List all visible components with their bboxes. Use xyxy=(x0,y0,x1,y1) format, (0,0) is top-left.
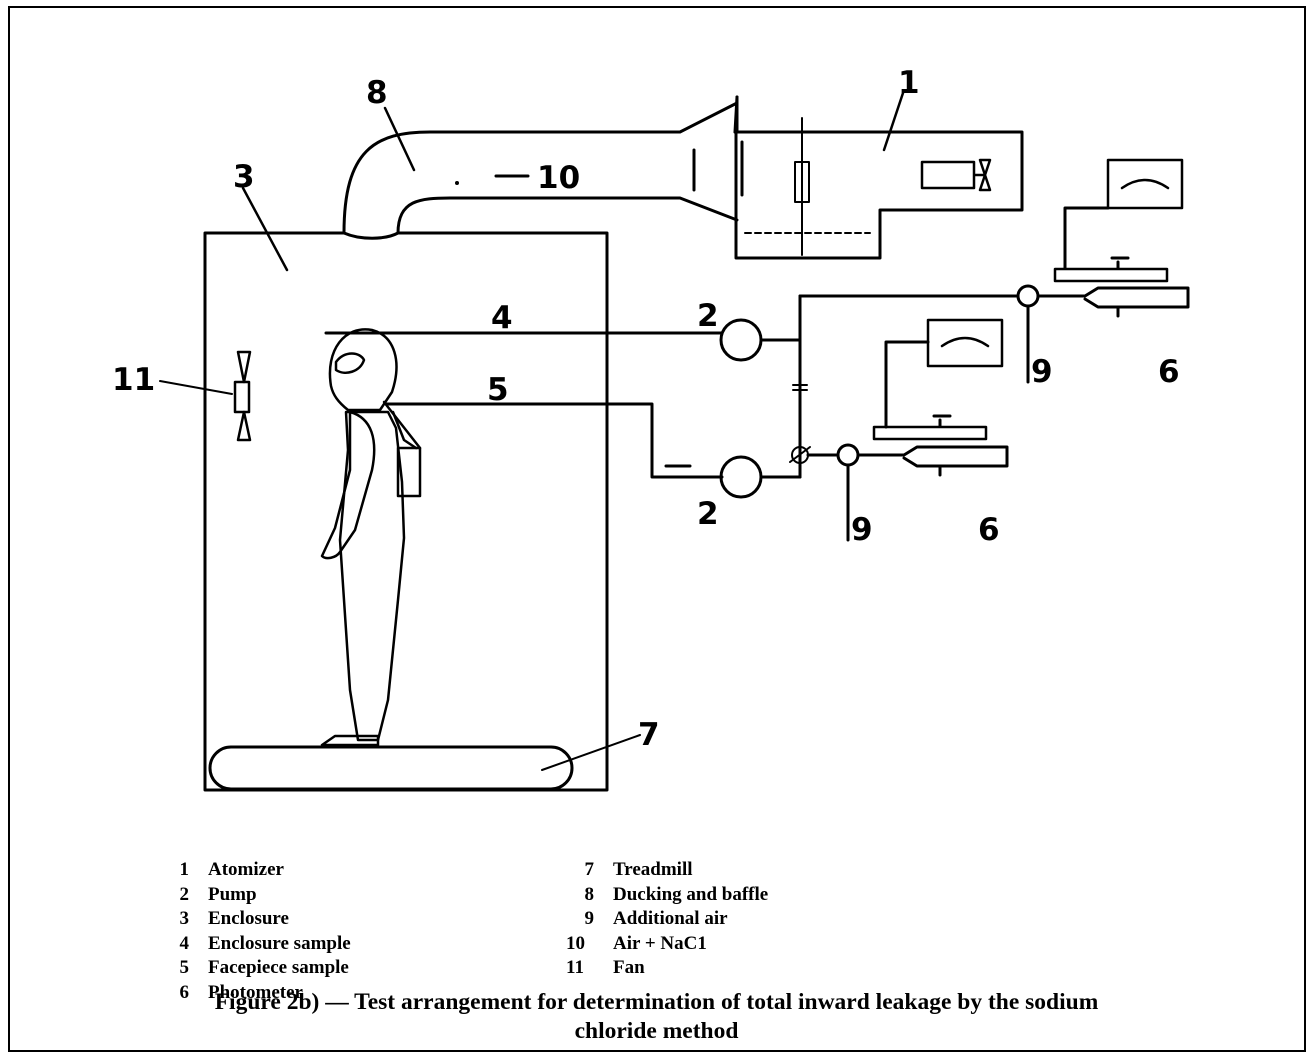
meter-upper-wire xyxy=(1063,206,1110,270)
caption-line-1: Figure 2b) — Test arrangement for determ… xyxy=(214,989,1099,1015)
atomizer-nozzle xyxy=(794,161,810,203)
pump-upper xyxy=(719,318,763,362)
callout-3: 3 xyxy=(233,159,255,195)
fan-blades xyxy=(236,350,252,442)
callout-7: 7 xyxy=(638,717,660,753)
duct-inner xyxy=(396,196,739,235)
enclosure-leader xyxy=(241,186,289,272)
atomizer-body xyxy=(734,128,1024,260)
callout-2-lower: 2 xyxy=(697,496,719,532)
caption-line-2: chloride method xyxy=(574,1018,739,1044)
photometer-lower-plate xyxy=(872,425,988,441)
facepiece-sample-line xyxy=(384,402,724,479)
atomizer-chamber xyxy=(733,95,739,134)
test-arrangement-diagram: 1 2 2 3 4 5 6 6 7 8 9 9 10 11 xyxy=(112,65,1190,792)
figure-caption: Figure 2b) — Test arrangement for determ… xyxy=(20,988,1293,1046)
callout-5: 5 xyxy=(487,372,509,408)
test-subject xyxy=(320,328,422,747)
fan-body xyxy=(233,380,251,414)
duct-curl xyxy=(342,231,400,240)
callout-9-upper: 9 xyxy=(1031,354,1053,390)
atomizer-motor xyxy=(920,160,976,190)
pump-lower xyxy=(719,455,763,499)
callout-6-lower: 6 xyxy=(978,512,1000,548)
ducking-leader xyxy=(383,106,416,172)
fan-leader xyxy=(159,380,233,395)
atomizer-leader xyxy=(882,91,905,152)
air-valve-lower xyxy=(836,443,860,467)
atomizer-fan xyxy=(973,158,992,192)
enclosure-box xyxy=(203,231,609,792)
callout-1: 1 xyxy=(898,65,920,101)
meter-lower xyxy=(926,318,1004,368)
duct-outer xyxy=(342,95,739,235)
meter-lower-wire xyxy=(884,340,930,429)
air-valve-upper xyxy=(1016,284,1040,308)
callout-2-upper: 2 xyxy=(697,298,719,334)
treadmill-belt xyxy=(208,745,574,791)
photometer-lower-body xyxy=(856,445,1009,468)
callout-9-lower: 9 xyxy=(851,512,873,548)
callout-10: 10 xyxy=(537,160,580,196)
meter-upper xyxy=(1106,158,1184,210)
photometer-upper-plate xyxy=(1053,267,1169,283)
callout-4: 4 xyxy=(491,300,513,336)
callout-6-upper: 6 xyxy=(1158,354,1180,390)
treadmill-leader xyxy=(541,734,641,771)
callout-11: 11 xyxy=(112,362,155,398)
photometer-upper-body xyxy=(1036,286,1190,309)
callout-8: 8 xyxy=(366,75,388,111)
figure-frame xyxy=(8,6,1306,1052)
